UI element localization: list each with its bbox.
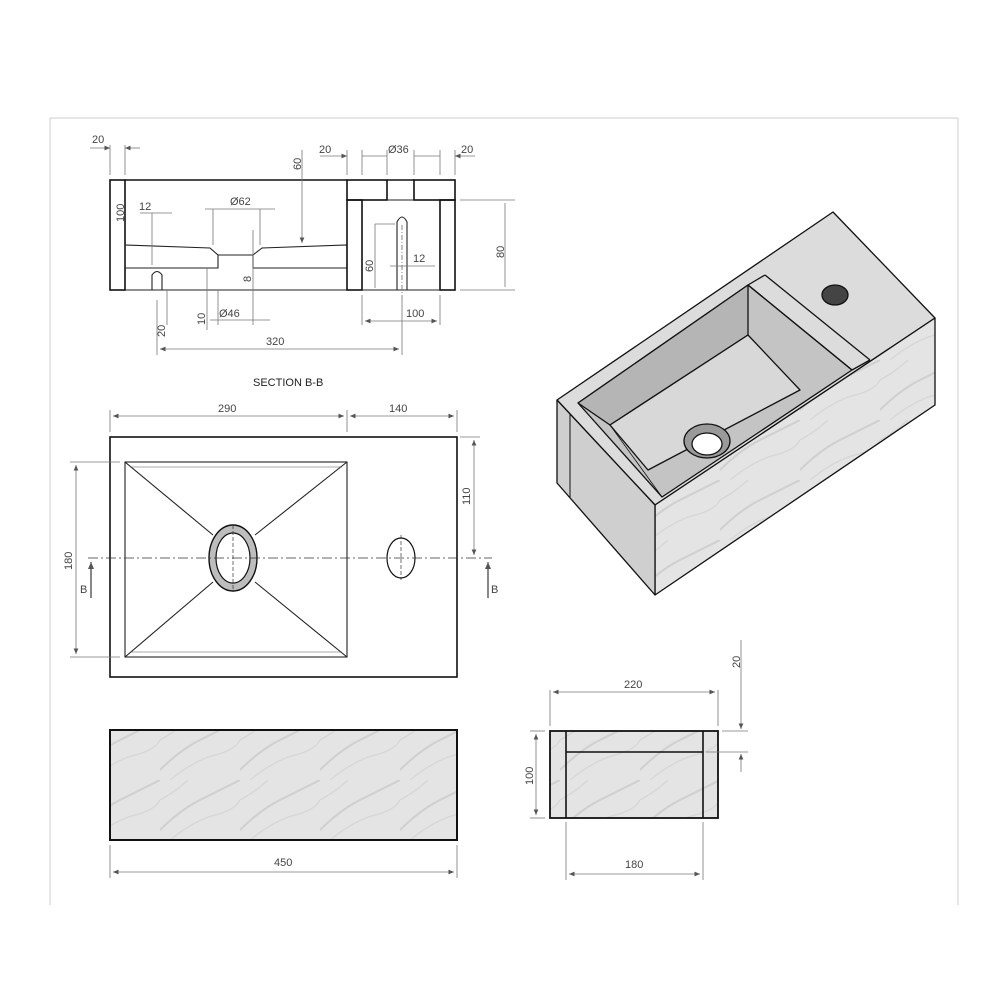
- dim-side-height: 100: [524, 767, 536, 785]
- dim-side-width: 140: [389, 403, 407, 415]
- dim-slot-width-right: 12: [413, 253, 425, 265]
- side-view: 220 20 100 180: [524, 640, 748, 880]
- plan-view: B B 290 140 180 110: [63, 403, 498, 678]
- dim-basin-depth: 60: [292, 158, 304, 170]
- dim-right-wall-left: 20: [319, 144, 331, 156]
- drawing-frame: [49, 117, 959, 905]
- dim-floor-gap: 10: [196, 313, 208, 325]
- dim-outer-width: 220: [624, 679, 642, 691]
- section-view: 20 60 20 Ø36 20 100 12 Ø62 80 60 12 8 20…: [90, 134, 515, 389]
- dim-inner-width: 180: [625, 859, 643, 871]
- dim-right-wall-right: 20: [461, 144, 473, 156]
- dim-cabinet-width: 100: [406, 308, 424, 320]
- front-view: 450: [109, 729, 458, 878]
- dim-height: 100: [115, 204, 127, 222]
- section-marker-left: B: [80, 584, 87, 596]
- dim-top-thickness: 20: [731, 656, 743, 668]
- isometric-view: [556, 211, 936, 596]
- dim-slot-height: 60: [364, 260, 376, 272]
- dim-tap-offset: 110: [461, 487, 473, 505]
- dim-left-wall: 20: [92, 134, 104, 146]
- dim-cabinet-height: 80: [495, 246, 507, 258]
- dim-length: 450: [274, 857, 292, 869]
- dim-depth: 180: [63, 552, 75, 570]
- dim-slot-width-left: 12: [139, 201, 151, 213]
- dim-drain-top: Ø62: [230, 196, 251, 208]
- section-title: SECTION B-B: [253, 377, 323, 389]
- dim-slot-spacing: 320: [266, 336, 284, 348]
- dim-slot-left-height: 20: [156, 325, 168, 337]
- dim-tap-hole: Ø36: [388, 144, 409, 156]
- dim-basin-width: 290: [218, 403, 236, 415]
- dim-drain-depth: 8: [242, 276, 254, 282]
- section-marker-right: B: [491, 584, 498, 596]
- dim-drain-bottom: Ø46: [219, 308, 240, 320]
